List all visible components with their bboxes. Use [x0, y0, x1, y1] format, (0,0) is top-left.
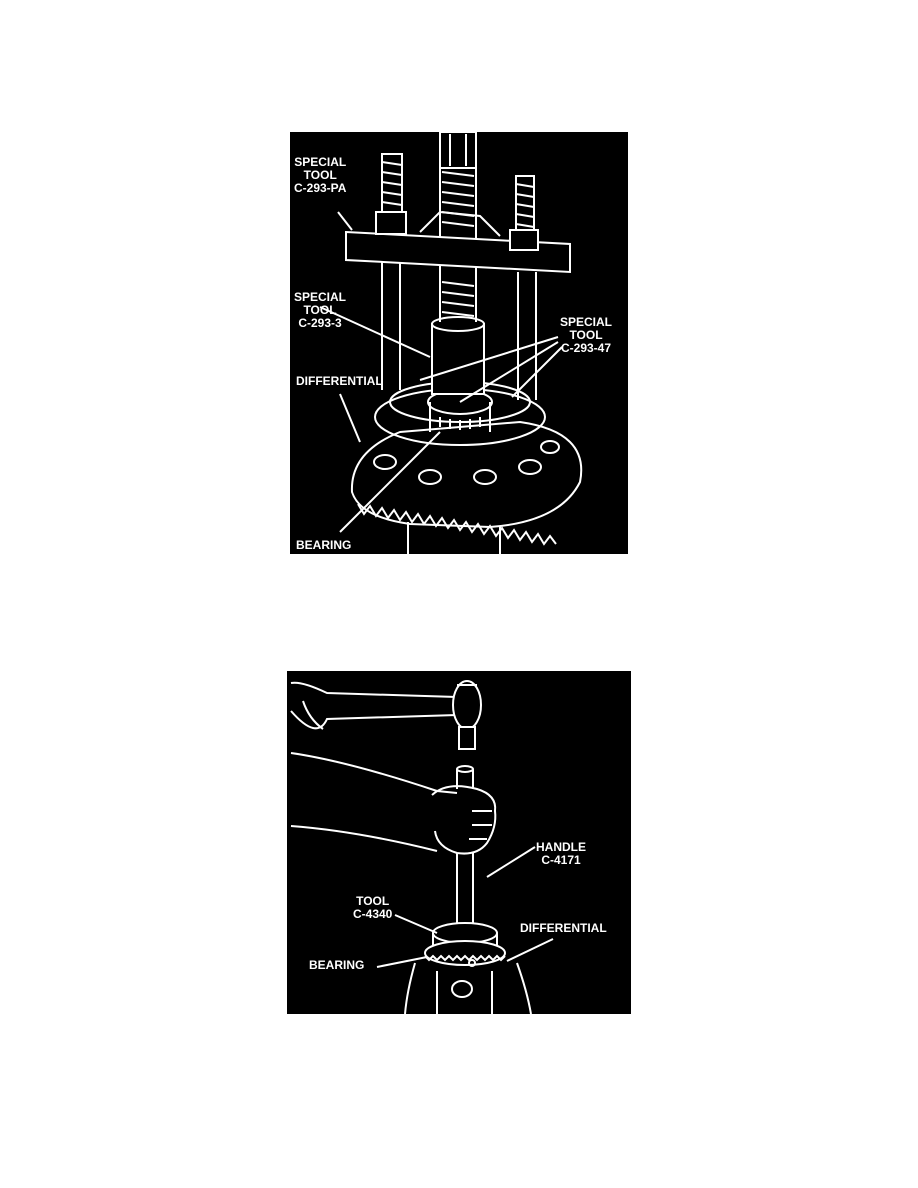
label-bearing: BEARING	[296, 538, 352, 552]
bearing-install-figure: HANDLE C-4171 TOOL C-4340 DIFFERENTIAL B…	[287, 671, 631, 1014]
label-special-tool-47: SPECIAL TOOL C-293-47	[560, 315, 613, 355]
bearing-install-illustration	[290, 680, 554, 1014]
label-handle: HANDLE C-4171	[536, 840, 586, 867]
label-differential-2: DIFFERENTIAL	[520, 921, 607, 935]
label-differential: DIFFERENTIAL	[296, 374, 383, 388]
label-special-tool-pa: SPECIAL TOOL C-293-PA	[294, 155, 347, 195]
bearing-puller-illustration	[319, 132, 583, 554]
label-special-tool-3: SPECIAL TOOL C-293-3	[294, 290, 347, 330]
label-tool: TOOL C-4340	[353, 894, 393, 921]
label-bearing-2: BEARING	[309, 958, 365, 972]
bearing-puller-figure: SPECIAL TOOL C-293-PA SPECIAL TOOL C-293…	[290, 132, 628, 554]
